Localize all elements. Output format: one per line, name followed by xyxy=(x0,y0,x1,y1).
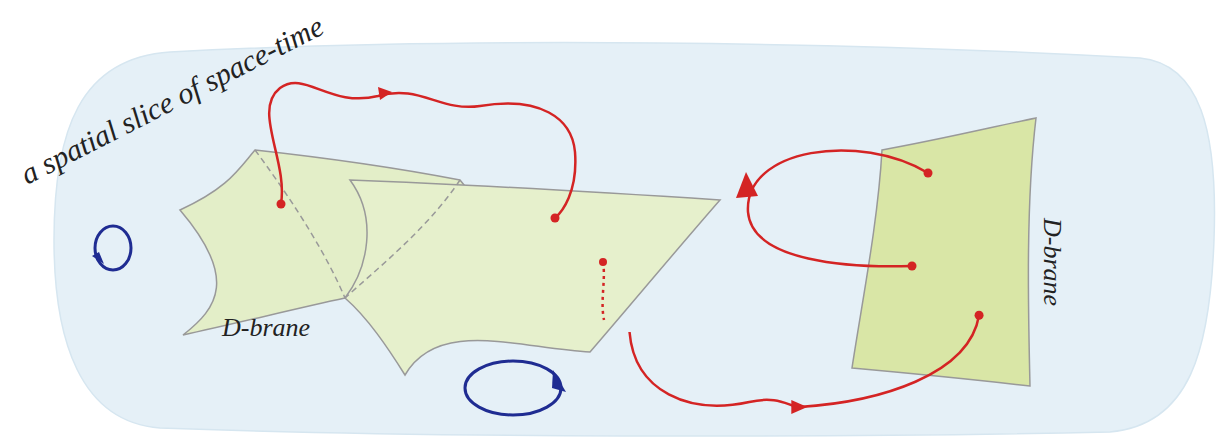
open-string xyxy=(630,315,980,407)
string-endpoint xyxy=(924,169,933,178)
string-endpoint xyxy=(908,262,917,271)
string-arrowhead xyxy=(552,370,566,392)
label-holder: D-brane xyxy=(222,313,310,343)
string-endpoint xyxy=(599,258,607,266)
label-holder: D-brane xyxy=(1037,218,1067,306)
string-arrowhead xyxy=(791,400,807,414)
closed-string xyxy=(95,226,131,270)
shape-outline xyxy=(848,112,1065,392)
space-slice-region: a spatial slice of space-timeD-braneD-br… xyxy=(50,40,1218,435)
d-brane-sheets: D-brane xyxy=(178,148,722,378)
string-endpoint xyxy=(551,214,560,223)
open-string xyxy=(269,83,575,218)
string-arrowhead xyxy=(736,172,758,198)
string-arrowhead xyxy=(378,87,392,100)
brane-label: D-brane xyxy=(1037,218,1067,306)
open-string xyxy=(748,150,928,266)
brane-label: D-brane xyxy=(222,313,310,343)
hidden-string xyxy=(603,262,604,320)
string-arrowhead xyxy=(92,252,104,264)
shape-outline xyxy=(178,148,722,378)
d-brane-sheet: D-brane xyxy=(848,112,1065,392)
closed-string xyxy=(465,361,561,415)
string-endpoint xyxy=(975,311,984,320)
string-endpoint xyxy=(277,200,286,209)
